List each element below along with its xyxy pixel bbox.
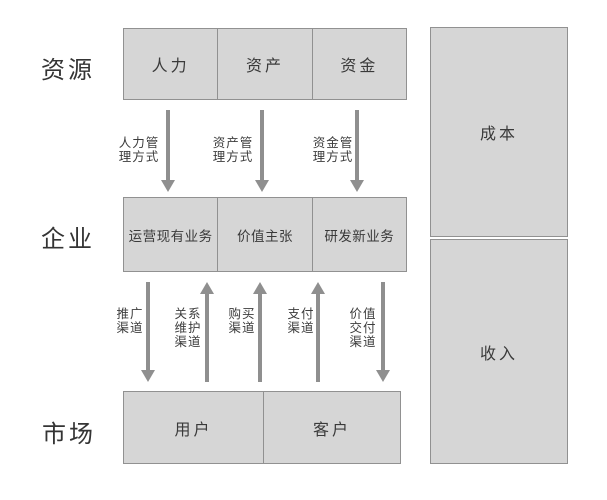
arrow-shaft (166, 110, 170, 183)
fund-management-arrow (350, 110, 364, 192)
box-users: 用户 (174, 421, 213, 439)
relationship-maintenance-channel-arrow (200, 282, 214, 382)
box-funds: 资金 (311, 29, 406, 99)
row-label-enterprise: 企业 (41, 226, 95, 253)
asset-management-label: 资产管 理方式 (212, 136, 254, 164)
payment-channel-arrow (311, 282, 325, 382)
market-row: 用户 客户 (123, 391, 401, 464)
box-human-resources: 人力 (151, 58, 190, 75)
arrow-head-icon (255, 180, 269, 192)
hr-management-arrow (161, 110, 175, 192)
arrow-head-icon (311, 282, 325, 294)
arrow-head-icon (376, 370, 390, 382)
asset-management-arrow (255, 110, 269, 192)
hr-management-label: 人力管 理方式 (118, 136, 160, 164)
row-label-market: 市场 (42, 421, 96, 448)
box-value-proposition: 价值主张 (217, 198, 311, 271)
box-operate-existing-business: 运营现有业务 (128, 228, 213, 244)
resources-row: 人力 资产 资金 (123, 28, 407, 100)
row-label-resources: 资源 (41, 57, 95, 84)
value-delivery-channel-label: 价值 交付 渠道 (349, 307, 377, 349)
promotion-channel-label: 推广 渠道 (116, 307, 144, 335)
arrow-head-icon (253, 282, 267, 294)
enterprise-row: 运营现有业务 价值主张 研发新业务 (123, 197, 407, 272)
promotion-channel-arrow (141, 282, 155, 382)
box-assets: 资产 (217, 29, 311, 99)
arrow-shaft (381, 282, 385, 373)
arrow-shaft (316, 291, 320, 382)
box-cost: 成本 (430, 27, 568, 237)
relationship-maintenance-channel-label: 关系 维护 渠道 (174, 307, 202, 349)
arrow-shaft (260, 110, 264, 183)
box-customers: 客户 (263, 392, 400, 463)
arrow-shaft (146, 282, 150, 373)
box-develop-new-business: 研发新业务 (311, 198, 406, 271)
box-revenue: 收入 (430, 239, 568, 464)
purchase-channel-label: 购买 渠道 (228, 307, 256, 335)
arrow-head-icon (161, 180, 175, 192)
arrow-shaft (258, 291, 262, 382)
arrow-shaft (205, 291, 209, 382)
arrow-shaft (355, 110, 359, 183)
fund-management-label: 资金管 理方式 (312, 136, 354, 164)
purchase-channel-arrow (253, 282, 267, 382)
arrow-head-icon (141, 370, 155, 382)
arrow-head-icon (350, 180, 364, 192)
value-delivery-channel-arrow (376, 282, 390, 382)
arrow-head-icon (200, 282, 214, 294)
payment-channel-label: 支付 渠道 (287, 307, 315, 335)
